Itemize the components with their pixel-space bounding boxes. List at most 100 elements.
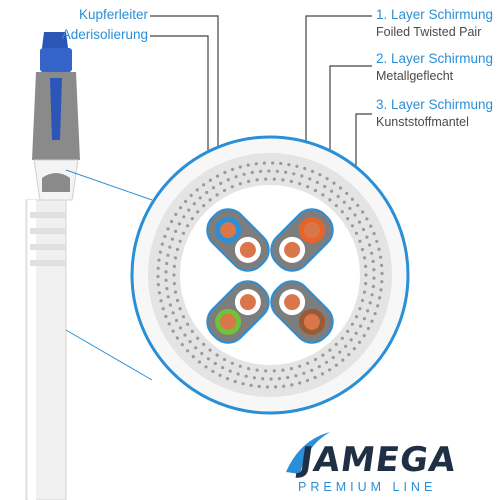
braid-dot: [161, 307, 165, 311]
braid-dot: [164, 278, 168, 282]
braid-dot: [200, 351, 204, 356]
braid-dot: [267, 169, 271, 173]
braid-dot: [202, 342, 206, 346]
braid-dot: [163, 234, 167, 238]
zoom-lines: [65, 169, 153, 381]
braid-dot: [286, 375, 290, 380]
braid-dot: [342, 200, 346, 204]
braid-dot: [190, 217, 194, 221]
braid-dot: [272, 177, 276, 181]
braid-dot: [284, 170, 288, 174]
braid-dot: [324, 360, 329, 364]
label-layer1-sub: Foiled Twisted Pair: [376, 25, 482, 39]
braid-dot: [366, 326, 370, 331]
braid-dot: [157, 258, 161, 262]
braid-dot: [292, 172, 296, 176]
braid-dot: [346, 329, 350, 333]
braid-dot: [313, 188, 318, 193]
braid-dot: [340, 336, 344, 340]
braid-dot: [287, 163, 291, 167]
braid-dot: [334, 342, 338, 346]
braid-dot: [308, 177, 312, 181]
braid-dot: [338, 186, 343, 190]
braid-dot: [175, 247, 180, 252]
braid-dot: [211, 369, 215, 373]
braid-dot: [331, 355, 335, 360]
braid-dot: [211, 186, 216, 190]
braid-dot: [302, 371, 306, 375]
braid-dot: [279, 161, 283, 166]
braid-dot: [230, 361, 234, 365]
braid-dot: [340, 210, 344, 214]
braid-dot: [365, 217, 369, 221]
braid-dot: [354, 315, 359, 319]
braid-dot: [166, 295, 170, 299]
braid-dot: [255, 178, 259, 182]
braid-dot: [246, 163, 250, 167]
braid-dot: [371, 284, 375, 289]
braid-dot: [275, 169, 279, 173]
braid-dot: [257, 384, 261, 389]
braid-dot: [346, 217, 350, 221]
braid-dot: [156, 274, 160, 279]
braid-dot: [222, 357, 227, 362]
braid-dot: [306, 185, 310, 189]
braid-dot: [370, 293, 374, 297]
braid-dot: [191, 355, 195, 359]
braid-dot: [252, 376, 256, 380]
braid-dot: [171, 329, 175, 333]
braid-dot: [379, 288, 383, 292]
braid-dot: [348, 206, 352, 210]
braid-dot: [315, 180, 319, 184]
braid-dot: [208, 178, 212, 182]
braid-dot: [358, 239, 362, 243]
braid-dot: [195, 188, 199, 192]
braid-dot: [172, 273, 176, 277]
braid-dot: [244, 374, 248, 378]
braid-dot: [364, 264, 368, 268]
label-copper-conductor: Kupferleiter: [78, 7, 148, 22]
braid-dot: [208, 348, 212, 352]
braid-dot: [221, 366, 225, 370]
braid-dot: [295, 164, 299, 168]
braid-dot: [347, 353, 351, 357]
braid-dot: [180, 343, 184, 347]
braid-dot: [371, 259, 375, 263]
braid-dot: [350, 197, 354, 201]
braid-dot: [365, 235, 369, 239]
braid-dot: [190, 329, 194, 333]
braid-dot: [325, 177, 329, 181]
braid-dot: [234, 175, 238, 179]
braid-dot: [204, 365, 208, 369]
braid-dot: [281, 178, 285, 182]
braid-dot: [262, 161, 266, 165]
braid-dot: [354, 331, 358, 335]
braid-dot: [225, 377, 230, 381]
braid-dots: [156, 161, 384, 389]
braid-dot: [264, 369, 268, 373]
braid-dot: [186, 224, 190, 228]
braid-dot: [320, 372, 325, 376]
braid-dot: [356, 203, 360, 207]
braid-dot: [174, 212, 178, 216]
braid-dot: [376, 304, 380, 308]
braid-dot: [368, 301, 372, 305]
braid-dot: [372, 276, 376, 280]
braid-dot: [166, 253, 170, 257]
braid-dot: [362, 317, 366, 321]
braid-dot: [321, 193, 325, 197]
braid-dot: [173, 256, 178, 260]
braid-dot: [181, 315, 186, 319]
braid-dot: [364, 282, 368, 286]
braid-dot: [167, 322, 171, 326]
braid-dot: [373, 312, 377, 316]
braid-dot: [165, 287, 169, 291]
braid-dot: [321, 353, 325, 357]
braid-dot: [298, 182, 302, 186]
braid-dot: [310, 368, 314, 372]
braid-dot: [186, 349, 190, 353]
braid-dot: [219, 181, 223, 185]
braid-dot: [238, 182, 242, 186]
braid-dot: [362, 290, 367, 294]
braid-dot: [164, 314, 168, 318]
